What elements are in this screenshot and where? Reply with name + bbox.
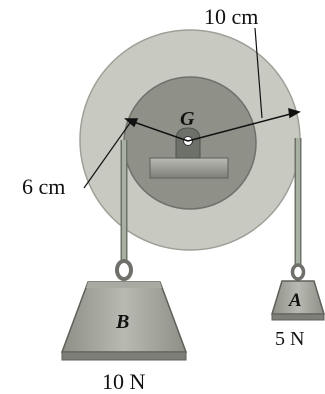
- label-inner-radius: 6 cm: [22, 174, 65, 199]
- weight-a: [270, 263, 325, 321]
- label-weight-b-value: 10 N: [102, 369, 146, 394]
- label-weight-a: A: [288, 290, 302, 311]
- label-weight-b: B: [115, 311, 129, 333]
- weight-b: [60, 259, 188, 361]
- radius-lines: [83, 27, 301, 189]
- label-outer-radius: 10 cm: [204, 4, 258, 29]
- label-weight-a-value: 5 N: [275, 328, 304, 350]
- mounting-bracket: [149, 127, 229, 179]
- label-center-g: G: [180, 108, 195, 130]
